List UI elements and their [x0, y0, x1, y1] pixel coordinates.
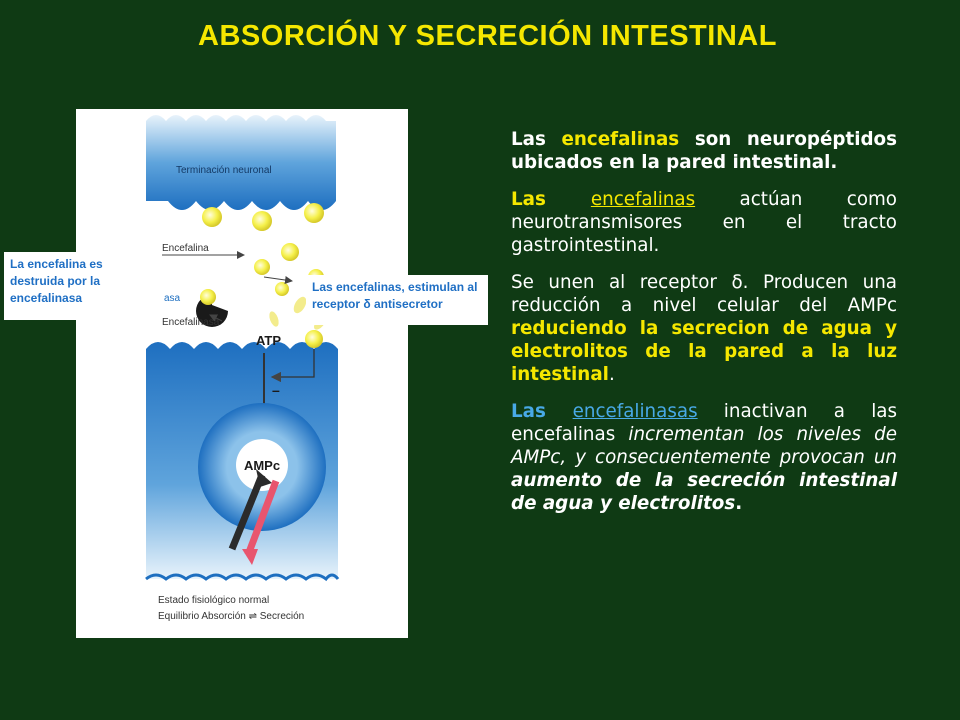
secretion-arrowhead [242, 549, 258, 565]
p4-highlight: encefalinasas [572, 401, 698, 422]
p2-text: Las [511, 189, 591, 210]
vesicle [252, 211, 272, 231]
paragraph-1: Las encefalinas son neuropéptidos ubicad… [511, 128, 897, 174]
basal-membrane [145, 573, 340, 582]
callout-receptor: Las encefalinas, estimulan al receptor δ… [306, 275, 488, 325]
p4-text: Las [511, 401, 573, 422]
caption-line2: Equilibrio Absorción ⇌ Secreción [158, 611, 304, 622]
p3-highlight: reduciendo la secrecion de agua y electr… [511, 318, 897, 385]
flow-arrow [263, 276, 293, 284]
p4-italic: incrementan los niveles de AMPc, y conse… [511, 424, 897, 468]
asa-fragment: asa [164, 293, 181, 304]
paragraph-3: Se unen al receptor δ. Producen una redu… [511, 271, 897, 386]
paragraph-4: Las encefalinasas inactivan a las encefa… [511, 400, 897, 515]
p4-text: inactivan a las encefalinas [511, 401, 897, 445]
encephalin-diagram: Terminación neuronal Encefalina asa Ence… [76, 109, 408, 638]
inhibition-arrow [270, 349, 315, 383]
vesicle-fragment [293, 296, 307, 314]
vesicle [202, 207, 222, 227]
p2-highlight: encefalinas [590, 189, 696, 210]
p4-emphasis: aumento de la secreción intestinal de ag… [511, 470, 897, 514]
nerve-label: Terminación neuronal [176, 165, 272, 176]
vesicle-fragment [269, 311, 279, 327]
caption-line1: Estado fisiológico normal [158, 595, 269, 606]
vesicle [304, 203, 324, 223]
secretion-arrow [244, 479, 280, 557]
nerve-terminal [146, 115, 336, 210]
ampc-core [236, 439, 288, 491]
p2-text: actúan como neurotransmisores en el trac… [511, 189, 897, 256]
ampc-label: AMPc [244, 458, 280, 473]
vesicle [200, 289, 216, 305]
p1-highlight: encefalinas [561, 129, 680, 150]
encephalin-label: Encefalina [162, 243, 209, 254]
page-title: ABSORCIÓN Y SECRECIÓN INTESTINAL [198, 20, 777, 52]
vesicle [254, 259, 270, 275]
vesicle [281, 243, 299, 261]
callout-encephalinase: La encefalina es destruida por la encefa… [4, 252, 129, 320]
p3-text: . [608, 364, 615, 385]
absorption-arrow [228, 473, 266, 551]
minus-sign: – [272, 382, 280, 398]
explanation-text: Las encefalinas son neuropéptidos ubicad… [511, 128, 897, 529]
p1-text: Las [511, 129, 562, 150]
receptor-bound-encephalin [305, 330, 323, 348]
absorption-arrowhead [256, 469, 272, 487]
vesicle [275, 282, 289, 296]
encephalinase-arrow [209, 314, 223, 322]
p3-text: Se unen al receptor δ. Producen una redu… [511, 272, 897, 316]
p1-text: son neuropéptidos ubicados en la pared i… [511, 129, 897, 173]
p4-text: . [735, 493, 743, 514]
encephalinase-label: Encefalinasa [162, 317, 220, 328]
atp-label: ATP [256, 333, 281, 348]
diagram-svg: Terminación neuronal Encefalina asa Ence… [145, 115, 392, 622]
paragraph-2: Las encefalinas actúan como neurotransmi… [511, 188, 897, 257]
